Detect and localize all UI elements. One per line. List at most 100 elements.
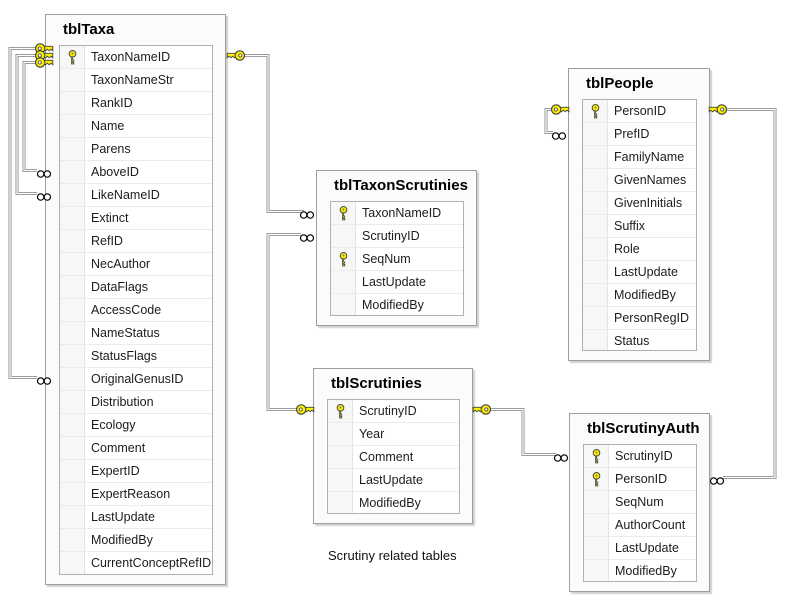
- primary-key-cell: [331, 248, 356, 270]
- field-row[interactable]: Parens: [60, 138, 212, 161]
- field-row[interactable]: GivenNames: [583, 169, 696, 192]
- field-row[interactable]: CurrentConceptRefID: [60, 552, 212, 574]
- field-row[interactable]: ScrutinyID: [331, 225, 463, 248]
- field-row[interactable]: TaxonNameID: [331, 202, 463, 225]
- primary-key-cell: [584, 468, 609, 490]
- field-name: PersonID: [614, 104, 667, 118]
- table-title[interactable]: tblScrutinies: [331, 375, 422, 392]
- field-row[interactable]: ModifiedBy: [331, 294, 463, 315]
- field-name: ScrutinyID: [615, 449, 673, 463]
- key-cell-empty: [328, 469, 353, 491]
- field-row[interactable]: LastUpdate: [60, 506, 212, 529]
- field-row[interactable]: ScrutinyID: [328, 400, 459, 423]
- field-row[interactable]: AccessCode: [60, 299, 212, 322]
- field-row[interactable]: LastUpdate: [584, 537, 696, 560]
- field-row[interactable]: Year: [328, 423, 459, 446]
- field-row[interactable]: DataFlags: [60, 276, 212, 299]
- relationship-line-taxa_taxonscrutinies[interactable]: [243, 54, 304, 213]
- field-row[interactable]: SeqNum: [584, 491, 696, 514]
- primary-key-cell: [60, 46, 85, 68]
- field-row[interactable]: RankID: [60, 92, 212, 115]
- field-row[interactable]: PrefID: [583, 123, 696, 146]
- relationship-line-people_scrutinyauth[interactable]: [723, 108, 777, 479]
- field-name: Extinct: [91, 211, 129, 225]
- field-name: AboveID: [91, 165, 139, 179]
- relationship-line-highlight: [723, 108, 776, 479]
- field-row[interactable]: RefID: [60, 230, 212, 253]
- field-name: ModifiedBy: [91, 533, 153, 547]
- field-row[interactable]: LastUpdate: [328, 469, 459, 492]
- field-row[interactable]: ExpertReason: [60, 483, 212, 506]
- field-row[interactable]: OriginalGenusID: [60, 368, 212, 391]
- field-name: ScrutinyID: [359, 404, 417, 418]
- key-cell-empty: [60, 322, 85, 344]
- many-side-infinity-endpoint-taxa_genus: [35, 373, 53, 391]
- key-cell-empty: [584, 514, 609, 536]
- field-row[interactable]: LikeNameID: [60, 184, 212, 207]
- field-row[interactable]: GivenInitials: [583, 192, 696, 215]
- field-row[interactable]: LastUpdate: [331, 271, 463, 294]
- relationship-line-highlight: [267, 233, 301, 411]
- relationship-line-taxa_above[interactable]: [22, 61, 38, 172]
- field-row[interactable]: Extinct: [60, 207, 212, 230]
- key-cell-empty: [60, 391, 85, 413]
- key-cell-empty: [60, 368, 85, 390]
- key-cell-empty: [583, 307, 608, 329]
- table-title[interactable]: tblPeople: [586, 75, 654, 92]
- table-title[interactable]: tblTaxonScrutinies: [334, 177, 468, 194]
- field-row[interactable]: SeqNum: [331, 248, 463, 271]
- field-row[interactable]: Role: [583, 238, 696, 261]
- one-side-key-endpoint-scrutinies_taxonscrutinies: [295, 403, 315, 421]
- field-row[interactable]: ModifiedBy: [328, 492, 459, 513]
- field-row[interactable]: TaxonNameStr: [60, 69, 212, 92]
- field-row[interactable]: TaxonNameID: [60, 46, 212, 69]
- field-row[interactable]: LastUpdate: [583, 261, 696, 284]
- field-name: TaxonNameID: [91, 50, 171, 64]
- relationship-line-scrutinies_taxonscrutinies[interactable]: [266, 233, 301, 411]
- field-row[interactable]: FamilyName: [583, 146, 696, 169]
- field-row[interactable]: Comment: [60, 437, 212, 460]
- field-name: TaxonNameID: [362, 206, 442, 220]
- field-name: ExpertID: [91, 464, 140, 478]
- key-icon: [34, 57, 54, 68]
- field-row[interactable]: AuthorCount: [584, 514, 696, 537]
- field-row[interactable]: PersonID: [584, 468, 696, 491]
- field-row[interactable]: ModifiedBy: [583, 284, 696, 307]
- field-row[interactable]: Ecology: [60, 414, 212, 437]
- field-row[interactable]: Status: [583, 330, 696, 350]
- field-row[interactable]: AboveID: [60, 161, 212, 184]
- key-icon: [708, 104, 728, 115]
- field-row[interactable]: ScrutinyID: [584, 445, 696, 468]
- field-row[interactable]: ModifiedBy: [584, 560, 696, 581]
- field-name: Suffix: [614, 219, 646, 233]
- one-side-key-endpoint-taxa_above: [34, 56, 54, 74]
- table-title[interactable]: tblTaxa: [63, 21, 115, 38]
- field-row[interactable]: Distribution: [60, 391, 212, 414]
- key-cell-empty: [60, 299, 85, 321]
- field-row[interactable]: PersonRegID: [583, 307, 696, 330]
- key-icon: [472, 404, 492, 415]
- many-side-infinity-endpoint-scrutinies_scrutinyauth: [552, 450, 570, 468]
- field-row[interactable]: NecAuthor: [60, 253, 212, 276]
- field-row[interactable]: Name: [60, 115, 212, 138]
- field-row[interactable]: Comment: [328, 446, 459, 469]
- field-row[interactable]: Suffix: [583, 215, 696, 238]
- table-title[interactable]: tblScrutinyAuth: [587, 420, 700, 437]
- field-row[interactable]: StatusFlags: [60, 345, 212, 368]
- field-row[interactable]: ModifiedBy: [60, 529, 212, 552]
- field-row[interactable]: NameStatus: [60, 322, 212, 345]
- key-cell-empty: [60, 460, 85, 482]
- primary-key-cell: [331, 202, 356, 224]
- field-row[interactable]: ExpertID: [60, 460, 212, 483]
- relationship-line-highlight: [545, 108, 553, 134]
- key-cell-empty: [60, 345, 85, 367]
- field-row[interactable]: PersonID: [583, 100, 696, 123]
